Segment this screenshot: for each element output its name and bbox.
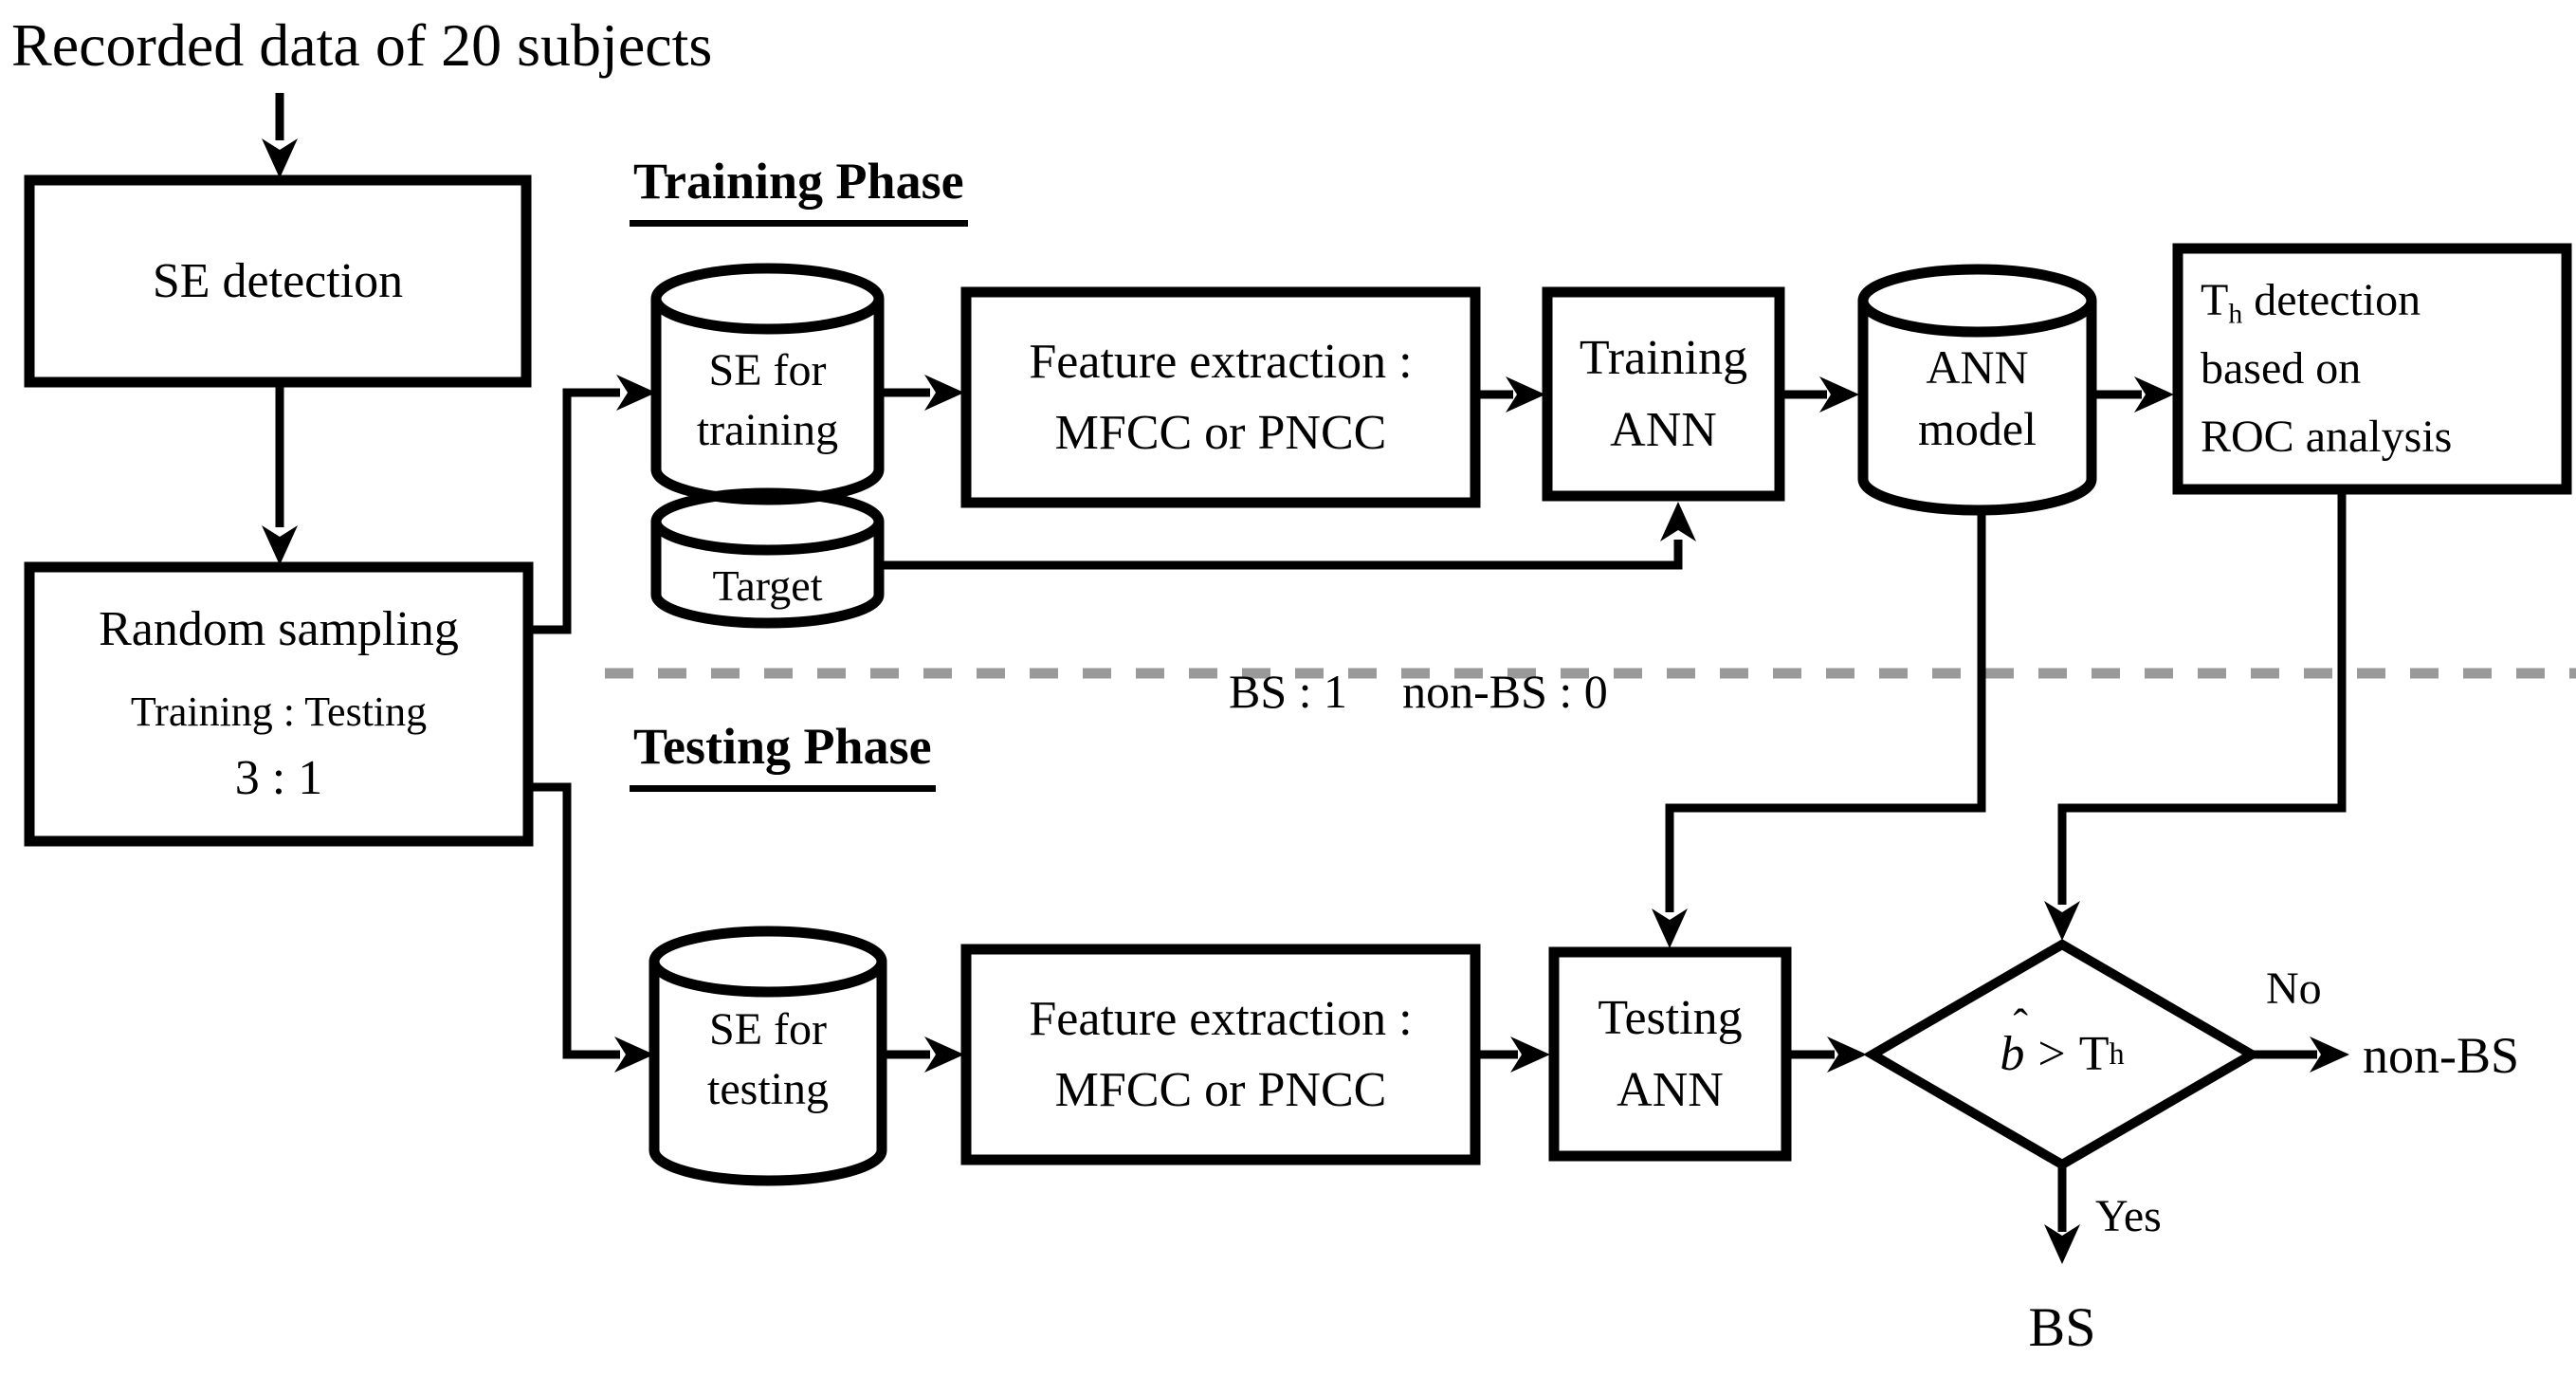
arrow-target-to-training-ann <box>879 540 1683 570</box>
ann-model-label: ANN model <box>1918 340 2037 455</box>
random-sampling-line2: Training : Testing <box>130 688 428 735</box>
target-legend-bs: BS : 1 <box>1229 665 1348 718</box>
feature-extraction-training-label: Feature extraction : MFCC or PNCC <box>1029 334 1413 460</box>
testing-ann-box <box>1548 946 1792 1162</box>
testing-ann-label: Testing ANN <box>1598 991 1743 1117</box>
th-detection-box <box>2172 243 2572 495</box>
arrow-ann-model-to-testing-ann <box>1665 506 1986 912</box>
no-branch-label: No <box>2266 963 2322 1014</box>
target-cylinder-top <box>650 487 885 556</box>
random-sampling-line3: 3 : 1 <box>234 751 323 806</box>
arrow-th-to-decision <box>2057 489 2347 905</box>
process-boxes <box>24 174 2572 1165</box>
arrowhead-down-icon <box>2044 1224 2080 1264</box>
feature-extraction-training-box <box>960 286 1481 508</box>
hat-icon: ˆ <box>2013 1000 2029 1051</box>
se-testing-cylinder-top <box>649 926 887 998</box>
arrowhead-right-icon <box>1510 1037 1550 1073</box>
arrow-random-to-se-training <box>528 388 620 634</box>
non-bs-result-label: non-BS <box>2363 1027 2520 1084</box>
se-testing-label: SE for testing <box>707 1004 829 1114</box>
th-line1-rest: detection <box>2242 274 2421 325</box>
arrowhead-right-icon <box>2134 376 2174 413</box>
training-ann-label: Training ANN <box>1579 331 1748 457</box>
th-subscript: h <box>2228 297 2243 329</box>
b-char: b <box>2000 1027 2025 1082</box>
threshold-symbol: T <box>2078 1027 2110 1082</box>
arrowhead-right-icon <box>616 375 656 411</box>
random-sampling-label: Random sampling Training : Testing 3 : 1 <box>29 567 528 841</box>
target-label: Target <box>712 561 823 611</box>
th-detection-label: Th detection based on ROC analysis <box>2201 248 2567 489</box>
arrowhead-right-icon <box>924 1037 964 1073</box>
page-title: Recorded data of 20 subjects <box>11 11 713 79</box>
se-training-label: SE for training <box>696 345 839 455</box>
training-ann-box <box>1542 286 1785 502</box>
arrowhead-right-icon <box>2310 1037 2349 1073</box>
se-training-cylinder-body <box>650 299 885 505</box>
se-detection-label: SE detection <box>152 253 404 308</box>
random-sampling-line1: Random sampling <box>99 602 459 657</box>
se-detection-box <box>24 174 532 388</box>
greater-than: > <box>2037 1027 2066 1082</box>
target-legend-nonbs: non-BS : 0 <box>1402 665 1608 718</box>
training-phase-heading: Training Phase <box>630 148 968 228</box>
th-symbol: T <box>2201 274 2229 325</box>
ann-model-cylinder-body <box>1857 301 2097 516</box>
random-sampling-box <box>24 561 534 847</box>
arrowhead-down-icon <box>262 138 298 178</box>
arrow-random-to-se-testing <box>528 782 620 1059</box>
testing-phase-heading: Testing Phase <box>630 713 936 793</box>
th-detection-line1: Th detection <box>2201 266 2567 336</box>
database-cylinders <box>649 263 2097 1186</box>
arrow-heads <box>262 138 2349 1264</box>
arrowhead-right-icon <box>1506 376 1545 413</box>
feature-extraction-testing-box <box>960 944 1481 1165</box>
feature-extraction-testing-label: Feature extraction : MFCC or PNCC <box>1029 991 1413 1117</box>
bs-result-label: BS <box>2028 1296 2096 1358</box>
arrowhead-right-icon <box>1819 376 1859 413</box>
th-detection-line3: ROC analysis <box>2201 412 2453 463</box>
decision-diamond <box>1863 939 2261 1170</box>
yes-branch-label: Yes <box>2095 1191 2162 1241</box>
target-legend: BS : 1 non-BS : 0 <box>1229 599 1608 723</box>
connector-lines <box>275 93 2347 1232</box>
arrowhead-up-icon <box>1660 502 1696 541</box>
arrowhead-down-icon <box>2044 901 2080 941</box>
arrowhead-down-icon <box>1652 908 1688 948</box>
th-detection-line2: based on <box>2201 343 2362 394</box>
se-training-cylinder-top <box>650 263 885 335</box>
arrowhead-down-icon <box>262 525 298 565</box>
se-testing-cylinder-body <box>649 962 887 1186</box>
threshold-subscript: h <box>2109 1037 2125 1072</box>
arrowhead-right-icon <box>1827 1037 1867 1073</box>
arrowhead-right-icon <box>614 1037 654 1073</box>
arrowhead-right-icon <box>924 375 964 411</box>
ann-model-cylinder-top <box>1857 264 2097 338</box>
